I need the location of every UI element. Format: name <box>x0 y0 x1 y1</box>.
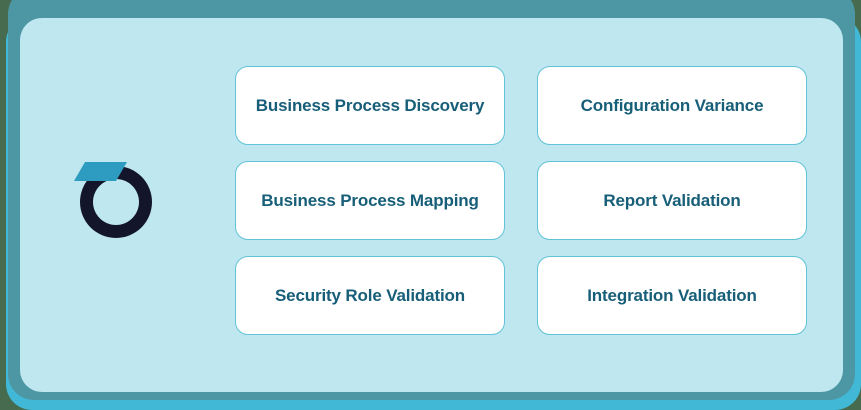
capability-card-label: Security Role Validation <box>274 285 466 305</box>
capability-card[interactable]: Configuration Variance <box>537 66 807 145</box>
capability-card[interactable]: Business Process Discovery <box>235 66 505 145</box>
capability-card-label: Integration Validation <box>587 285 757 305</box>
capability-card[interactable]: Security Role Validation <box>235 256 505 335</box>
ring-logo-icon <box>67 152 165 246</box>
capability-card-label: Report Validation <box>603 190 741 210</box>
capability-card-grid: Business Process Discovery Configuration… <box>235 66 807 335</box>
capability-card-label: Configuration Variance <box>580 95 764 115</box>
capability-card-label: Business Process Discovery <box>255 95 485 115</box>
capability-card[interactable]: Business Process Mapping <box>235 161 505 240</box>
capability-card[interactable]: Report Validation <box>537 161 807 240</box>
capability-card-label: Business Process Mapping <box>261 190 479 210</box>
capability-card[interactable]: Integration Validation <box>537 256 807 335</box>
